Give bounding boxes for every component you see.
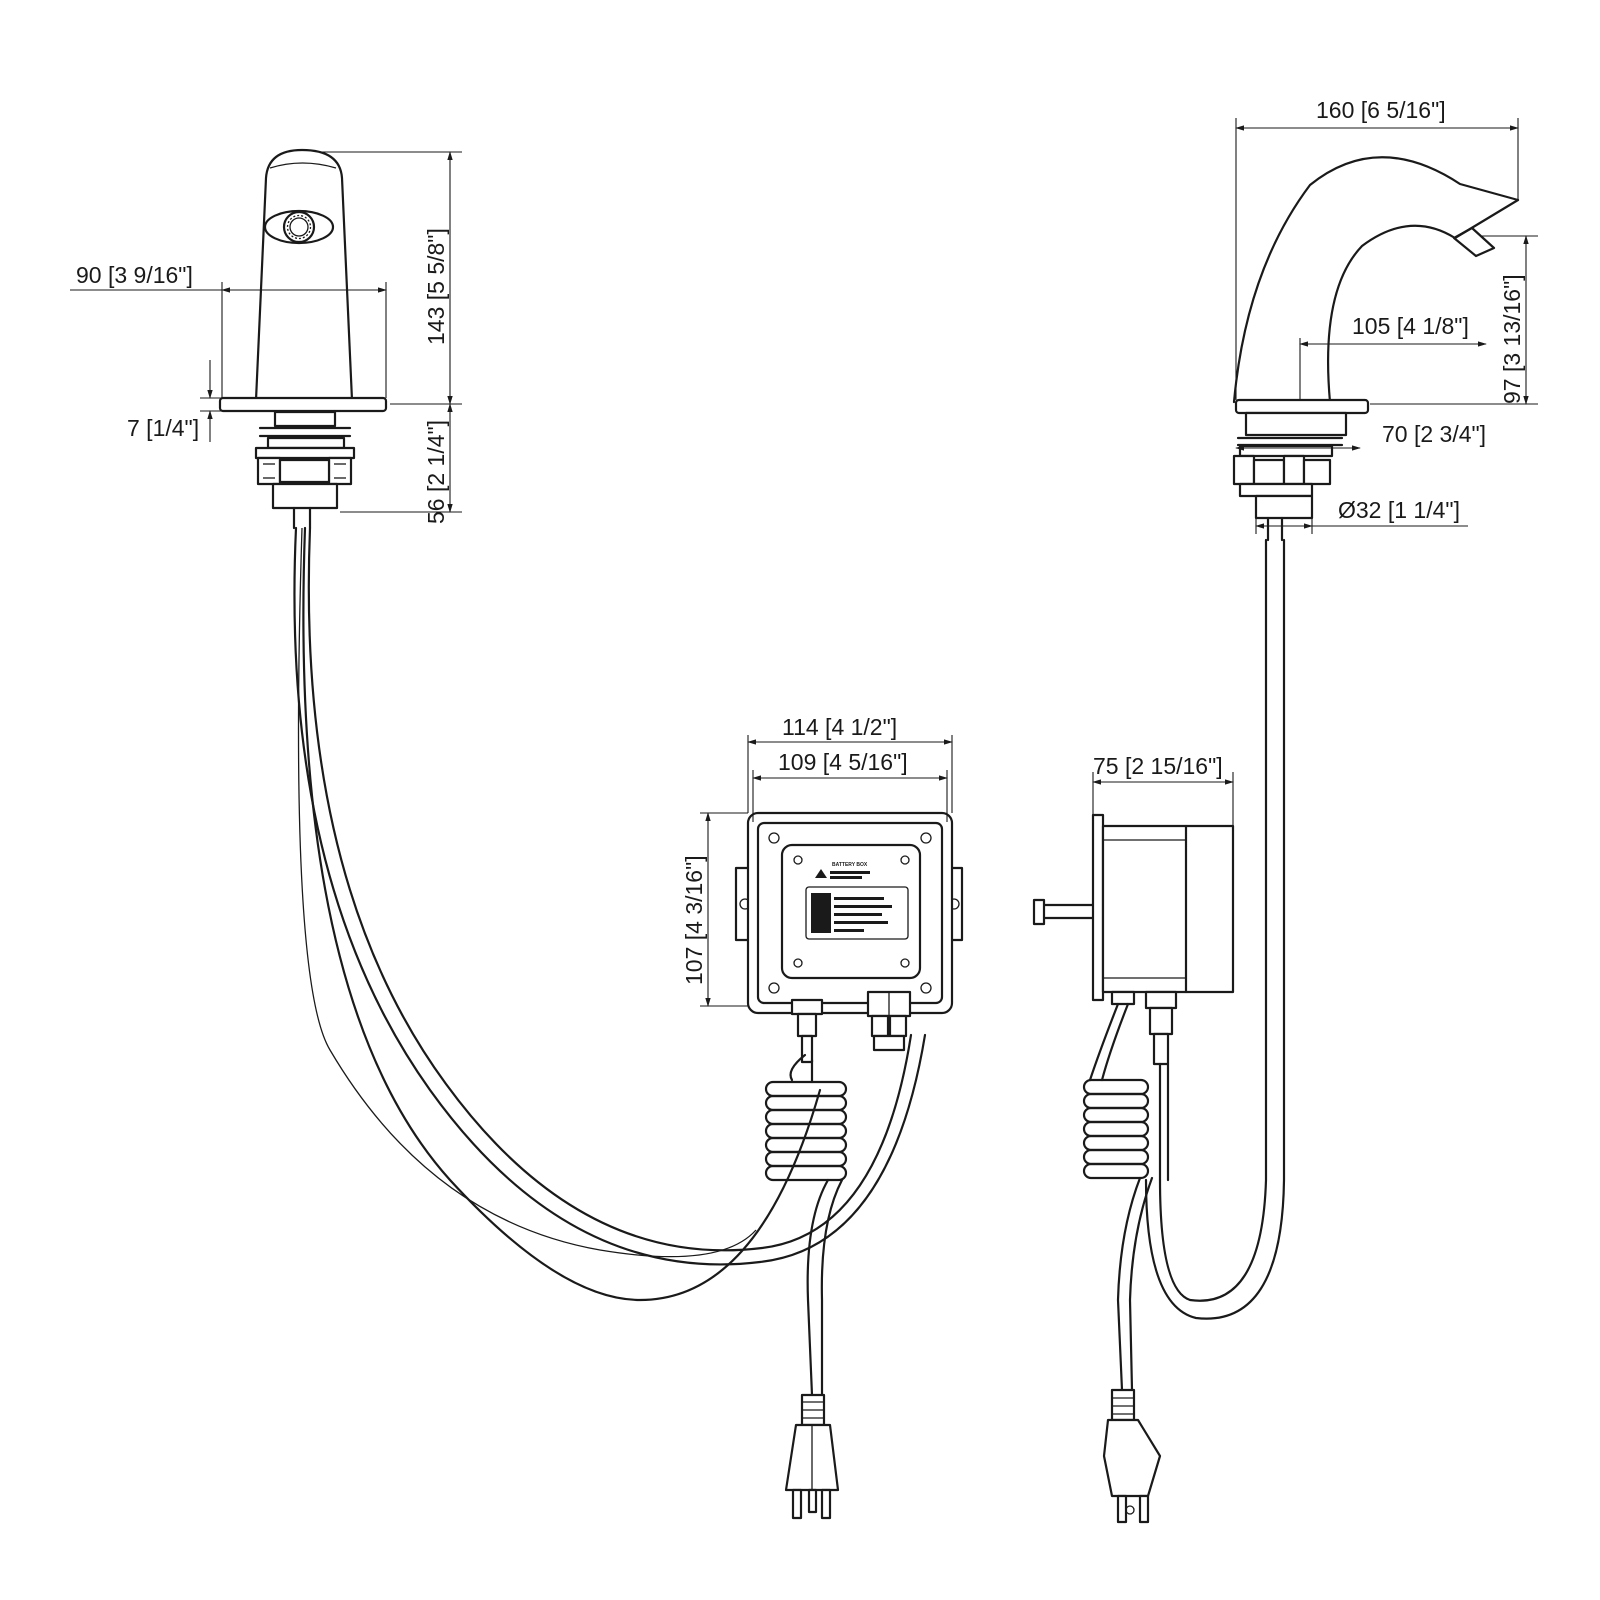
- dim-shank-diameter: Ø32 [1 1/4"]: [1338, 497, 1460, 523]
- dim-side-length: 160 [6 5/16"]: [1316, 97, 1446, 123]
- dim-side-reach: 105 [4 1/8"]: [1352, 313, 1469, 339]
- front-view-faucet: [218, 148, 388, 530]
- dim-box-inner-width: 109 [4 5/16"]: [778, 749, 908, 775]
- warning-triangle-icon: [815, 869, 827, 878]
- dim-flange-thickness: 7 [1/4"]: [127, 415, 199, 441]
- dim-box-outer-width: 114 [4 1/2"]: [782, 714, 897, 740]
- dim-shank-length: 56 [2 1/4"]: [423, 420, 449, 524]
- dim-front-height: 143 [5 5/8"]: [423, 228, 449, 345]
- dim-spout-height: 97 [3 13/16"]: [1499, 274, 1525, 404]
- coiled-power-cord-side: [1082, 1002, 1170, 1392]
- coiled-power-cord: [764, 1053, 848, 1397]
- battery-box-title: BATTERY BOX: [832, 862, 868, 868]
- dim-box-height: 107 [4 3/16"]: [681, 855, 707, 985]
- battery-box-front: BATTERY BOX: [734, 811, 964, 1064]
- sensor-eye-icon: [263, 209, 335, 245]
- side-mount-nut: [1232, 454, 1332, 498]
- front-mount-nut: [256, 456, 353, 486]
- power-plug-right: [1102, 1388, 1162, 1524]
- dim-base-diameter: 70 [2 3/4"]: [1382, 421, 1486, 447]
- dim-front-width: 90 [3 9/16"]: [76, 262, 193, 288]
- dimension-lines: [70, 118, 1538, 1007]
- dim-box-depth: 75 [2 15/16"]: [1093, 753, 1223, 779]
- side-hose: [1144, 538, 1286, 1320]
- dimension-labels: 90 [3 9/16"] 143 [5 5/8"] 7 [1/4"] 56 [2…: [76, 97, 1525, 985]
- battery-box-side: [1032, 813, 1235, 1066]
- power-plug-left: [784, 1393, 840, 1520]
- sensor-cable: [297, 526, 822, 1302]
- side-view-faucet: [1232, 156, 1520, 542]
